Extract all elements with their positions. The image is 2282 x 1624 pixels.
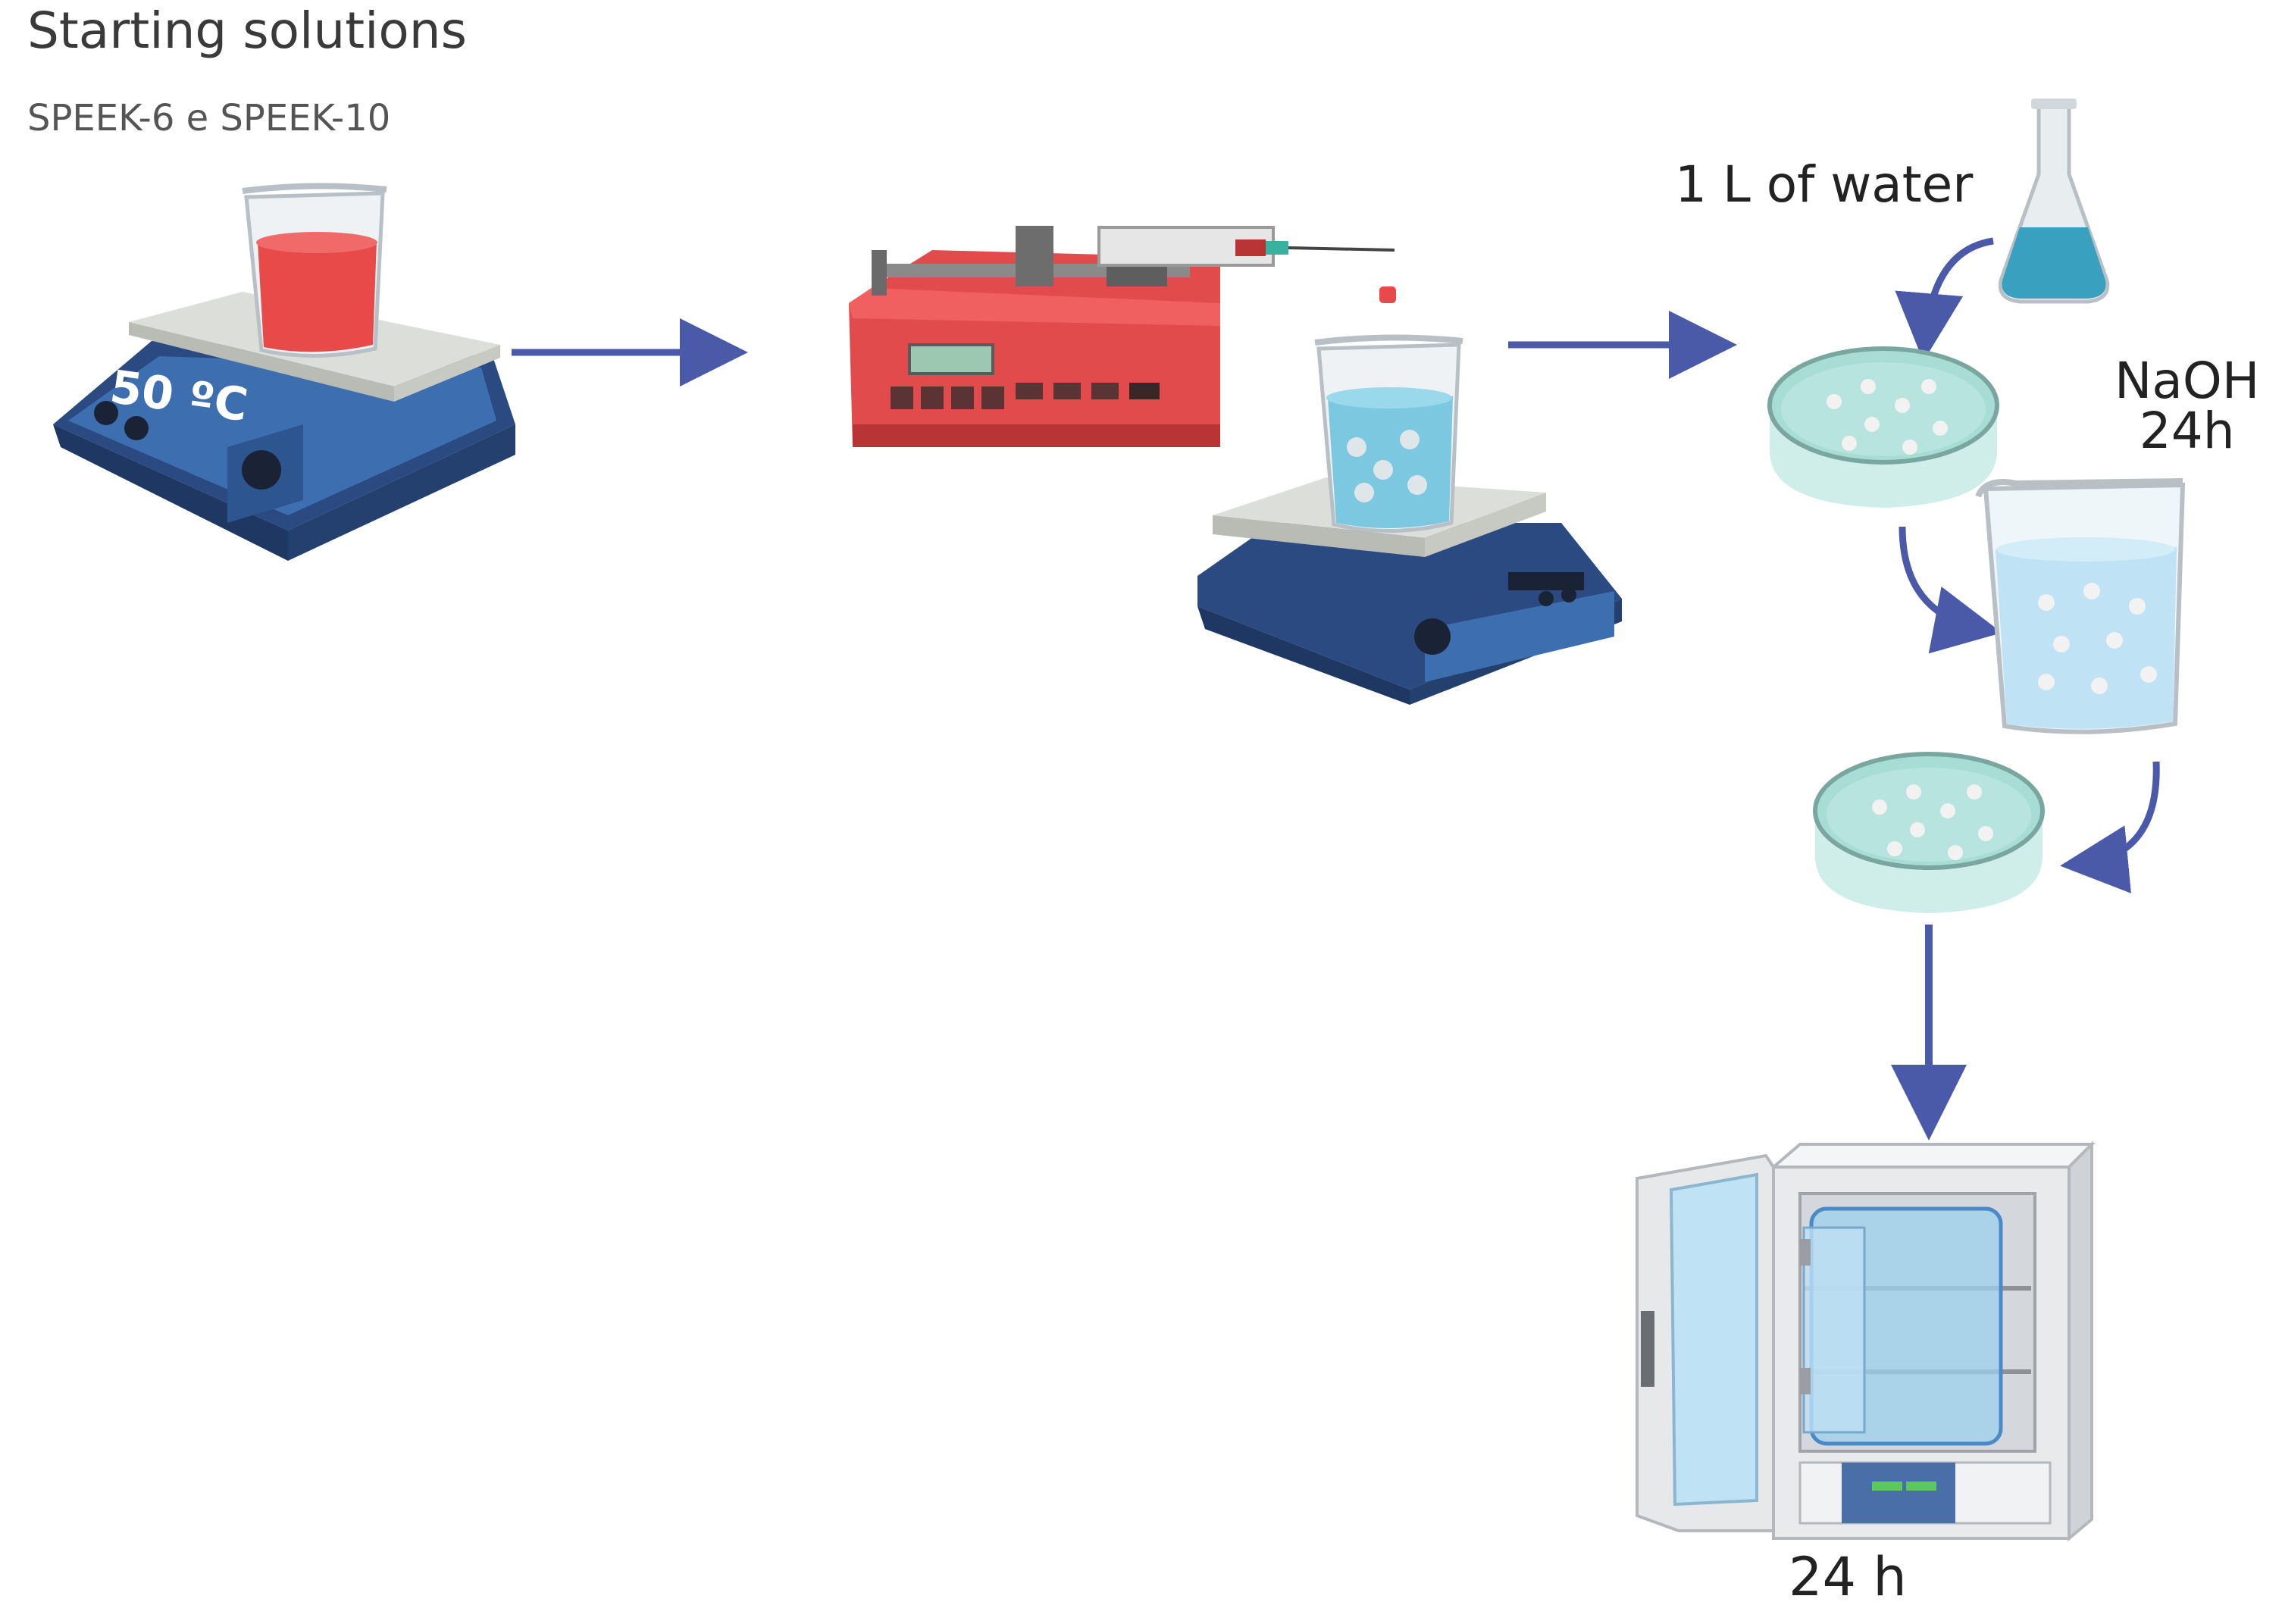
beaker-icon: [1314, 334, 1463, 534]
petri-dish-icon: [1813, 752, 2045, 913]
arrow-icon: [1895, 237, 1994, 361]
hotplate-stirrer-icon: [53, 292, 515, 561]
petri-dish-icon: [1767, 346, 1999, 508]
beaker-icon: [1975, 478, 2186, 734]
syringe-pump-icon: [849, 226, 1395, 447]
arrow-icon: [1899, 526, 2002, 654]
naoh-time-label: 24h: [2139, 402, 2235, 460]
naoh-treatment-label: NaOH 24h: [2115, 356, 2259, 456]
drying-oven-icon: [1636, 1141, 2096, 1542]
naoh-label: NaOH: [2115, 352, 2260, 410]
arrow-icon: [2060, 761, 2160, 893]
diagram-title: Starting solutions: [27, 2, 468, 60]
beaker-icon: [242, 183, 387, 358]
diagram-subtitle: SPEEK-6 e SPEEK-10: [27, 97, 391, 139]
oven-time-label: 24 h: [1789, 1546, 1907, 1608]
water-volume-label: 1 L of water: [1675, 155, 1974, 214]
drop-icon: [1379, 286, 1396, 303]
erlenmeyer-flask-icon: [1998, 99, 2110, 304]
